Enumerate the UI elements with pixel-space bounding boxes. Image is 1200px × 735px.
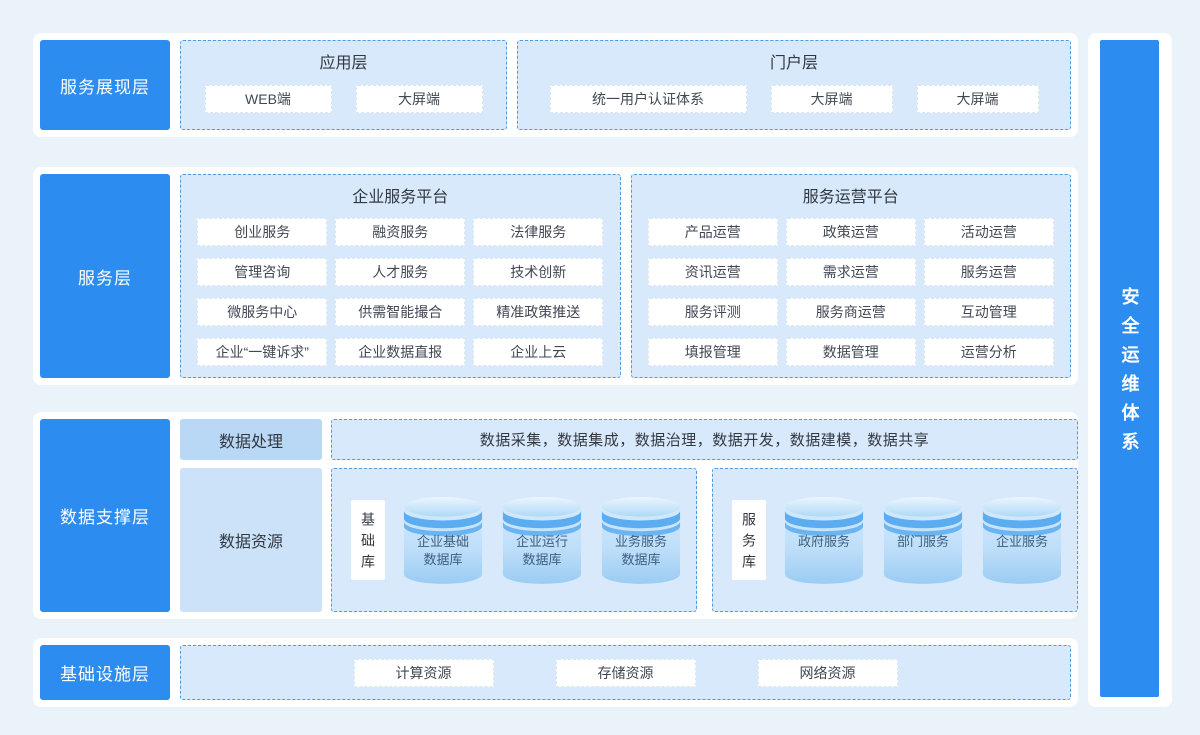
database-cylinder: 企业基础数据库 bbox=[402, 493, 484, 587]
chip-operation-item: 数据管理 bbox=[785, 338, 916, 366]
database-cylinder: 业务服务数据库 bbox=[600, 493, 682, 587]
database-icon bbox=[982, 497, 1062, 584]
chip-operation-item: 服务商运营 bbox=[785, 298, 916, 326]
enterprise-platform-items: 创业服务 融资服务 法律服务 管理咨询 人才服务 技术创新 微服务中心 供需智能… bbox=[197, 218, 604, 366]
chip-service-item: 微服务中心 bbox=[197, 298, 328, 326]
layer-row-data: 数据支撑层 数据处理 数据采集，数据集成，数据治理，数据开发，数据建模，数据共享… bbox=[33, 412, 1078, 619]
data-processing-row: 数据处理 数据采集，数据集成，数据治理，数据开发，数据建模，数据共享 bbox=[180, 419, 1078, 460]
data-processing-strip: 数据采集，数据集成，数据治理，数据开发，数据建模，数据共享 bbox=[331, 419, 1078, 460]
chip-operation-item: 资讯运营 bbox=[647, 258, 778, 286]
chip-operation-item: 产品运营 bbox=[647, 218, 778, 246]
layer-label-service: 服务层 bbox=[40, 174, 170, 378]
database-label: 业务服务数据库 bbox=[614, 534, 667, 567]
database-icon bbox=[502, 497, 582, 584]
database-cylinder: 政府服务 bbox=[783, 493, 865, 587]
security-system-card: 安全运维体系 bbox=[1088, 33, 1172, 707]
panel-title-application: 应用层 bbox=[319, 55, 368, 72]
layer-row-presentation: 服务展现层 应用层 WEB端 大屏端 门户层 统一用户认证体系 大屏端 大屏端 bbox=[33, 33, 1078, 137]
layer-label-presentation: 服务展现层 bbox=[40, 40, 170, 130]
data-processing-box: 数据处理 bbox=[180, 419, 322, 460]
chip-network-resource: 网络资源 bbox=[757, 658, 898, 687]
chip-service-item: 法律服务 bbox=[473, 218, 604, 246]
chip-operation-item: 互动管理 bbox=[923, 298, 1054, 326]
data-resource-box: 数据资源 bbox=[180, 468, 322, 612]
data-resource-row: 数据资源 基础库 企业基础数据库 bbox=[180, 468, 1078, 612]
chip-big-screen: 大屏端 bbox=[916, 85, 1039, 113]
chip-service-item: 供需智能撮合 bbox=[335, 298, 466, 326]
database-label: 政府服务 bbox=[797, 534, 850, 549]
chip-service-item: 创业服务 bbox=[197, 218, 328, 246]
panel-title-enterprise: 企业服务平台 bbox=[352, 189, 449, 206]
service-database-panel: 服务库 政府服务 bbox=[712, 468, 1078, 612]
application-items: WEB端 大屏端 bbox=[204, 85, 483, 113]
chip-storage-resource: 存储资源 bbox=[555, 658, 696, 687]
chip-compute-resource: 计算资源 bbox=[353, 658, 494, 687]
panel-enterprise-platform: 企业服务平台 创业服务 融资服务 法律服务 管理咨询 人才服务 技术创新 微服务… bbox=[180, 174, 621, 378]
database-cylinder: 企业服务 bbox=[981, 493, 1063, 587]
layer-label-data: 数据支撑层 bbox=[40, 419, 170, 612]
panel-operation-platform: 服务运营平台 产品运营 政策运营 活动运营 资讯运营 需求运营 服务运营 服务评… bbox=[630, 174, 1071, 378]
database-icon bbox=[403, 497, 483, 584]
chip-operation-item: 活动运营 bbox=[923, 218, 1054, 246]
security-system-bar: 安全运维体系 bbox=[1100, 40, 1159, 697]
service-db-vertical-label: 服务库 bbox=[732, 500, 766, 580]
database-icon bbox=[883, 497, 963, 584]
chip-big-screen: 大屏端 bbox=[770, 85, 893, 113]
chip-big-screen: 大屏端 bbox=[355, 85, 483, 113]
database-label: 部门服务 bbox=[896, 534, 949, 549]
panel-title-operation: 服务运营平台 bbox=[802, 189, 899, 206]
chip-unified-auth: 统一用户认证体系 bbox=[549, 85, 747, 113]
chip-service-item: 人才服务 bbox=[335, 258, 466, 286]
operation-platform-items: 产品运营 政策运营 活动运营 资讯运营 需求运营 服务运营 服务评测 服务商运营… bbox=[647, 218, 1054, 366]
chip-operation-item: 服务运营 bbox=[923, 258, 1054, 286]
chip-operation-item: 填报管理 bbox=[647, 338, 778, 366]
chip-service-item: 企业数据直报 bbox=[335, 338, 466, 366]
portal-items: 统一用户认证体系 大屏端 大屏端 bbox=[549, 85, 1039, 113]
chip-operation-item: 需求运营 bbox=[785, 258, 916, 286]
security-system-label: 安全运维体系 bbox=[1119, 287, 1140, 461]
chip-operation-item: 服务评测 bbox=[647, 298, 778, 326]
database-label: 企业基础数据库 bbox=[416, 534, 469, 567]
chip-service-item: 技术创新 bbox=[473, 258, 604, 286]
chip-operation-item: 政策运营 bbox=[785, 218, 916, 246]
basic-db-vertical-label: 基础库 bbox=[351, 500, 385, 580]
layer-row-infrastructure: 基础设施层 计算资源 存储资源 网络资源 bbox=[33, 638, 1078, 707]
panel-portal-layer: 门户层 统一用户认证体系 大屏端 大屏端 bbox=[517, 40, 1071, 130]
data-layer-content: 数据处理 数据采集，数据集成，数据治理，数据开发，数据建模，数据共享 数据资源 … bbox=[180, 419, 1078, 612]
chip-web-client: WEB端 bbox=[204, 85, 332, 113]
panel-infrastructure: 计算资源 存储资源 网络资源 bbox=[180, 645, 1071, 700]
chip-service-item: 企业上云 bbox=[473, 338, 604, 366]
database-icon bbox=[601, 497, 681, 584]
basic-database-panel: 基础库 企业基础数据库 bbox=[331, 468, 697, 612]
panel-application-layer: 应用层 WEB端 大屏端 bbox=[180, 40, 507, 130]
chip-service-item: 融资服务 bbox=[335, 218, 466, 246]
database-icon bbox=[784, 497, 864, 584]
database-label: 企业运行数据库 bbox=[515, 534, 568, 567]
chip-service-item: 精准政策推送 bbox=[473, 298, 604, 326]
layer-row-service: 服务层 企业服务平台 创业服务 融资服务 法律服务 管理咨询 人才服务 技术创新… bbox=[33, 167, 1078, 385]
chip-service-item: 企业“一键诉求” bbox=[197, 338, 328, 366]
chip-service-item: 管理咨询 bbox=[197, 258, 328, 286]
layer-label-infrastructure: 基础设施层 bbox=[40, 645, 170, 700]
panel-title-portal: 门户层 bbox=[769, 55, 818, 72]
chip-operation-item: 运营分析 bbox=[923, 338, 1054, 366]
database-cylinder: 企业运行数据库 bbox=[501, 493, 583, 587]
database-label: 企业服务 bbox=[995, 534, 1048, 549]
database-cylinder: 部门服务 bbox=[882, 493, 964, 587]
